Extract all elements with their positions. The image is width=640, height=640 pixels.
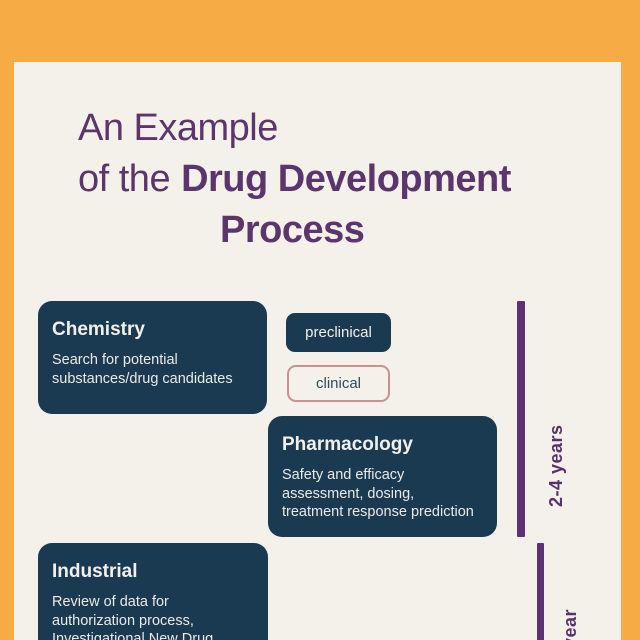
badge-preclinical: preclinical xyxy=(286,313,391,352)
timeline-bar-preclinical xyxy=(517,301,525,537)
badge-clinical: clinical xyxy=(287,365,390,402)
stage-description-chemistry: Search for potential substances/drug can… xyxy=(52,352,233,387)
timeline-label-2-4-years: 2-4 years xyxy=(546,424,566,507)
stage-card-pharmacology: Pharmacology Safety and efficacy assessm… xyxy=(268,416,497,537)
title-line-2-regular: of the xyxy=(78,158,171,200)
page-title: An Example of the Drug Development Proce… xyxy=(78,103,511,256)
title-line-3: Process xyxy=(220,209,365,251)
timeline-bar-clinical xyxy=(537,543,544,640)
stage-title-pharmacology: Pharmacology xyxy=(282,434,413,455)
badge-preclinical-label: preclinical xyxy=(305,324,372,341)
stage-card-industrial: Industrial Review of data for authorizat… xyxy=(38,543,268,640)
title-line-2-bold: Drug Development xyxy=(181,158,511,200)
badge-clinical-label: clinical xyxy=(315,375,361,392)
content-panel: An Example of the Drug Development Proce… xyxy=(14,62,621,640)
title-line-1: An Example xyxy=(78,107,278,149)
stage-title-industrial: Industrial xyxy=(52,561,138,582)
stage-title-chemistry: Chemistry xyxy=(52,319,145,340)
title-line-2: of the Drug Development xyxy=(78,154,511,205)
timeline-label-1-year: 1 year xyxy=(560,608,580,640)
stage-description-industrial: Review of data for authorization process… xyxy=(52,594,214,640)
stage-description-pharmacology: Safety and efficacy assessment, dosing, … xyxy=(282,467,474,520)
stage-card-chemistry: Chemistry Search for potential substance… xyxy=(38,301,267,414)
